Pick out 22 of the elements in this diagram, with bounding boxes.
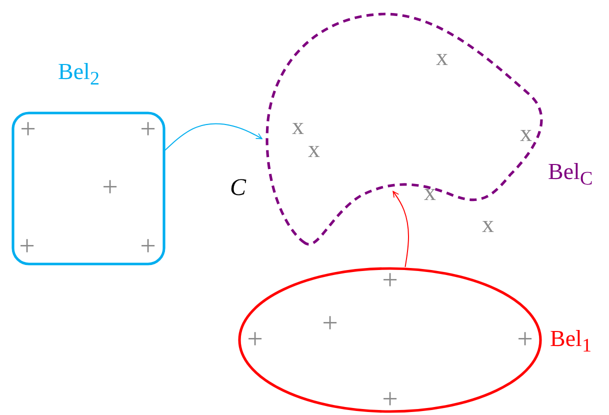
- point-mark: +: [140, 233, 156, 261]
- point-mark: +: [382, 386, 398, 414]
- point-mark: x: [292, 115, 304, 139]
- point-mark: x: [482, 213, 494, 237]
- point-mark: +: [382, 267, 398, 295]
- point-mark: +: [19, 233, 35, 261]
- set-label: Bel$_{C}$: [548, 160, 593, 189]
- point-mark: x: [520, 122, 532, 146]
- point-mark: +: [102, 174, 118, 202]
- point-mark: x: [436, 46, 448, 70]
- set-label: Bel$_{2}$: [58, 60, 100, 89]
- point-mark: +: [247, 326, 263, 354]
- point-mark: +: [20, 116, 36, 144]
- point-mark: +: [140, 116, 156, 144]
- set-label: Bel$_{1}$: [550, 327, 592, 356]
- point-mark: +: [517, 326, 533, 354]
- arrow: [164, 123, 262, 151]
- point-mark: x: [424, 181, 436, 205]
- point-mark: x: [308, 138, 320, 162]
- arrow: [392, 190, 410, 268]
- point-mark: +: [322, 310, 338, 338]
- set-label: C: [230, 176, 246, 200]
